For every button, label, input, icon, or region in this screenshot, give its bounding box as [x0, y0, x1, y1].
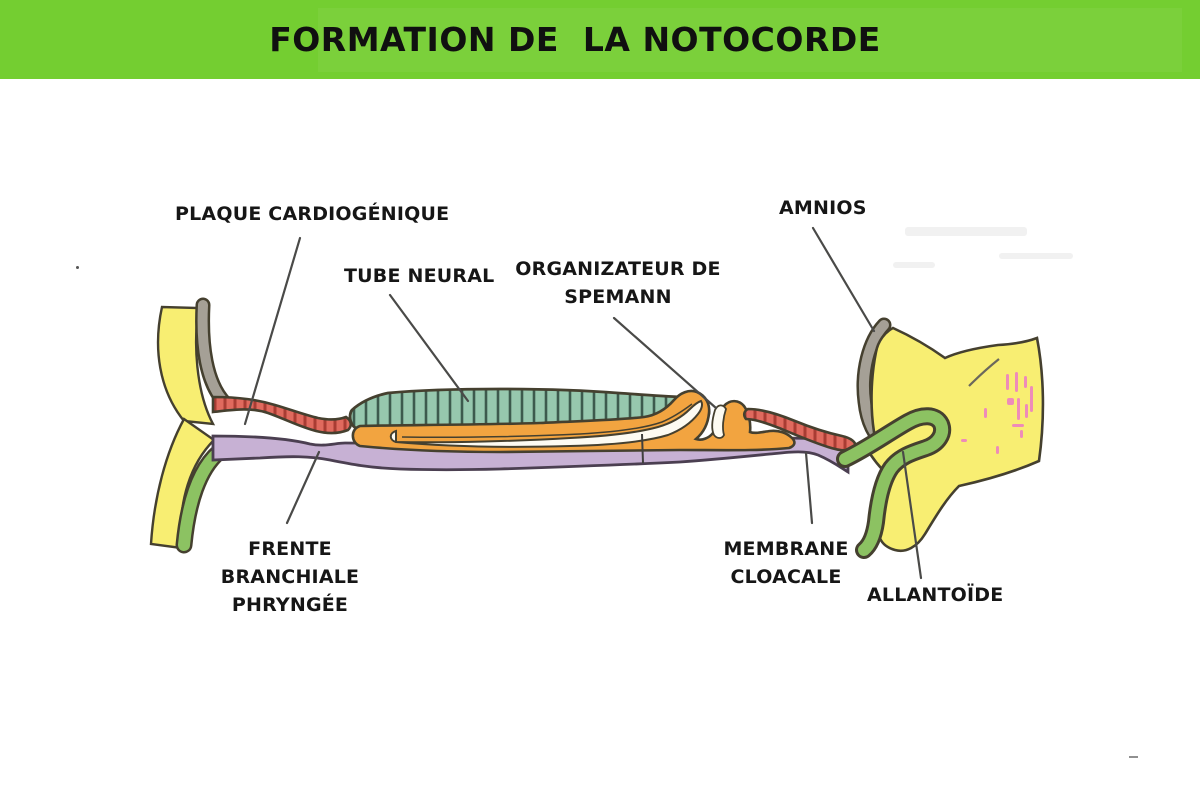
leader-membrane-cloacale	[804, 451, 814, 525]
scan-smudge	[893, 262, 935, 268]
leader-lines	[243, 226, 923, 580]
label-fente-branchiale-pharyngee: FRENTE BRANCHIALE PHRYNGÉE	[220, 538, 360, 616]
notochord-slit-lumen-line	[401, 403, 693, 439]
label-tube-neural: TUBE NEURAL	[344, 265, 495, 287]
page-title: FORMATION DE LA NOTOCORDE	[269, 20, 881, 59]
leader-plaque-cardiogenique	[243, 236, 302, 426]
label-allantoide: ALLANTOÏDE	[867, 584, 1004, 606]
yolk-sac-crease-line	[968, 358, 1000, 387]
yolk-sac-wall-lower-left	[149, 417, 216, 550]
scan-smudge	[905, 227, 1027, 236]
embryo-diagram	[149, 226, 1045, 580]
cardiogenic-ectoderm-band	[211, 395, 353, 435]
label-plaque-cardiogenique: PLAQUE CARDIOGÉNIQUE	[175, 203, 450, 225]
title-bar: FORMATION DE LA NOTOCORDE	[0, 0, 1200, 79]
scan-smudge	[999, 253, 1073, 259]
leader-organizateur-spemann	[612, 316, 718, 410]
blood-island-marks	[961, 372, 1033, 454]
label-amnios: AMNIOS	[779, 197, 867, 219]
scan-dash-mark	[1129, 756, 1138, 758]
leader-fente-branchiale	[285, 450, 321, 525]
label-membrane-cloacale: MEMBRANE CLOACALE	[723, 538, 849, 588]
scan-dot-mark	[76, 266, 79, 269]
title-bar-inner-panel	[318, 8, 1182, 72]
leader-tube-neural	[388, 293, 470, 403]
organizer-fold-gap	[711, 404, 727, 439]
leader-amnios	[811, 226, 876, 333]
label-organizateur-spemann: ORGANIZATEUR DE SPEMANN	[515, 258, 721, 308]
notochord-tick-line	[641, 433, 644, 464]
allantois-tube	[839, 410, 949, 556]
notochord-slit	[389, 399, 703, 448]
leader-allantoide	[901, 450, 923, 580]
diagram-area	[0, 79, 1200, 800]
